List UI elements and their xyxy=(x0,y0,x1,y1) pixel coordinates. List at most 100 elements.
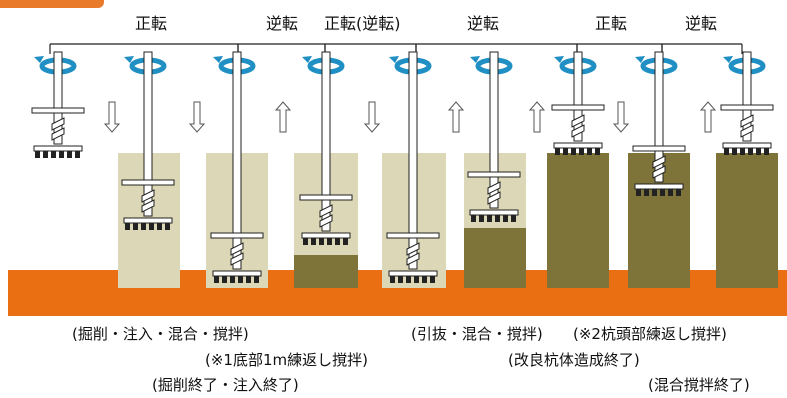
rotation-arrowhead-icon xyxy=(470,56,480,63)
digging-tooth xyxy=(571,148,576,155)
auger-assembly xyxy=(632,51,686,196)
soil-columns xyxy=(118,153,778,288)
digging-tooth xyxy=(652,189,657,196)
digging-tooth xyxy=(319,238,324,245)
digging-tooth xyxy=(511,215,516,222)
mixing-blade xyxy=(467,171,521,178)
rotation-label-forward-1: 正転 xyxy=(135,14,168,33)
digging-tooth xyxy=(157,223,162,230)
auger-shaft xyxy=(53,51,63,145)
rotation-arrowhead-icon xyxy=(389,56,399,63)
auger-assembly xyxy=(551,51,605,155)
digging-tooth xyxy=(660,189,665,196)
digging-tooth xyxy=(740,148,745,155)
auger-spiral xyxy=(406,242,420,266)
digging-tooth xyxy=(43,151,48,158)
improved-soil-column xyxy=(464,228,526,288)
rotation-arrowhead-icon xyxy=(34,56,44,63)
mixing-blade xyxy=(551,104,605,111)
digging-tooth xyxy=(644,189,649,196)
auger-spiral xyxy=(652,155,666,179)
digging-tooth xyxy=(125,223,130,230)
auger-spiral xyxy=(487,181,501,205)
auger-shaft xyxy=(654,51,664,183)
digging-head xyxy=(123,217,173,224)
digging-tooth xyxy=(165,223,170,230)
digging-tooth xyxy=(636,189,641,196)
caption-excavation: (掘削・注入・混合・撹拌) xyxy=(72,325,249,343)
mixing-blade xyxy=(386,232,440,239)
digging-tooth xyxy=(756,148,761,155)
digging-tooth xyxy=(75,151,80,158)
digging-tooth xyxy=(254,276,259,283)
digging-tooth xyxy=(764,148,769,155)
auger-shaft xyxy=(321,51,331,232)
digging-tooth xyxy=(579,148,584,155)
digging-tooth xyxy=(430,276,435,283)
digging-head xyxy=(301,232,351,239)
auger-spiral xyxy=(571,114,585,138)
digging-tooth xyxy=(59,151,64,158)
rotation-arrowhead-icon xyxy=(723,56,733,63)
improved-soil-column xyxy=(294,255,358,288)
auger-assembly xyxy=(210,51,264,283)
mixing-blade xyxy=(121,179,175,186)
digging-tooth xyxy=(327,238,332,245)
digging-tooth xyxy=(343,238,348,245)
mixing-blade xyxy=(210,232,264,239)
auger-shaft xyxy=(742,51,752,142)
auger-shaft xyxy=(489,51,499,209)
caption-excavation-end: (掘削終了・注入終了) xyxy=(152,376,299,394)
rotation-arrowhead-icon xyxy=(302,56,312,63)
down-arrow-icon xyxy=(188,101,206,133)
auger-assembly xyxy=(31,51,85,158)
mixing-blade xyxy=(632,145,686,152)
digging-tooth xyxy=(595,148,600,155)
digging-tooth xyxy=(390,276,395,283)
digging-head xyxy=(553,142,603,149)
auger-assembly xyxy=(386,51,440,283)
auger-assembly xyxy=(467,51,521,222)
rotation-label-reverse-2: 逆転 xyxy=(467,14,500,33)
rotation-arrowhead-icon xyxy=(554,56,564,63)
up-arrow-icon xyxy=(699,101,717,133)
digging-head xyxy=(212,270,262,277)
auger-spiral xyxy=(319,204,333,228)
digging-tooth xyxy=(246,276,251,283)
mixing-blade xyxy=(31,107,85,114)
auger-assembly xyxy=(121,51,175,230)
digging-tooth xyxy=(676,189,681,196)
caption-bottom-repeat: (※1底部1m練返し撹拌) xyxy=(205,351,368,369)
auger-spiral xyxy=(141,189,155,213)
down-arrow-icon xyxy=(363,101,381,133)
auger-shaft xyxy=(573,51,583,142)
digging-tooth xyxy=(335,238,340,245)
up-arrow-icon xyxy=(447,101,465,133)
title-tab-corner xyxy=(0,0,104,8)
digging-head xyxy=(634,183,684,190)
down-arrow-icon xyxy=(612,101,630,133)
digging-tooth xyxy=(35,151,40,158)
movement-arrows xyxy=(103,101,717,133)
digging-head xyxy=(469,209,519,216)
caption-withdraw: (引抜・混合・撹拌) xyxy=(411,325,543,343)
augers xyxy=(31,51,774,283)
digging-tooth xyxy=(724,148,729,155)
digging-tooth xyxy=(495,215,500,222)
improved-soil-column xyxy=(716,153,778,288)
auger-assembly xyxy=(720,51,774,155)
digging-tooth xyxy=(406,276,411,283)
caption-head-repeat: (※2杭頭部練返し撹拌) xyxy=(573,325,727,343)
rotation-label-forward-reverse: 正転(逆転) xyxy=(324,14,401,33)
auger-spiral xyxy=(740,114,754,138)
up-arrow-icon xyxy=(274,101,292,133)
rotation-label-reverse-1: 逆転 xyxy=(266,14,299,33)
digging-head xyxy=(722,142,772,149)
digging-tooth xyxy=(748,148,753,155)
auger-shaft xyxy=(408,51,418,270)
caption-body-complete: (改良杭体造成終了) xyxy=(508,351,640,369)
digging-tooth xyxy=(422,276,427,283)
digging-tooth xyxy=(67,151,72,158)
digging-tooth xyxy=(563,148,568,155)
digging-tooth xyxy=(311,238,316,245)
